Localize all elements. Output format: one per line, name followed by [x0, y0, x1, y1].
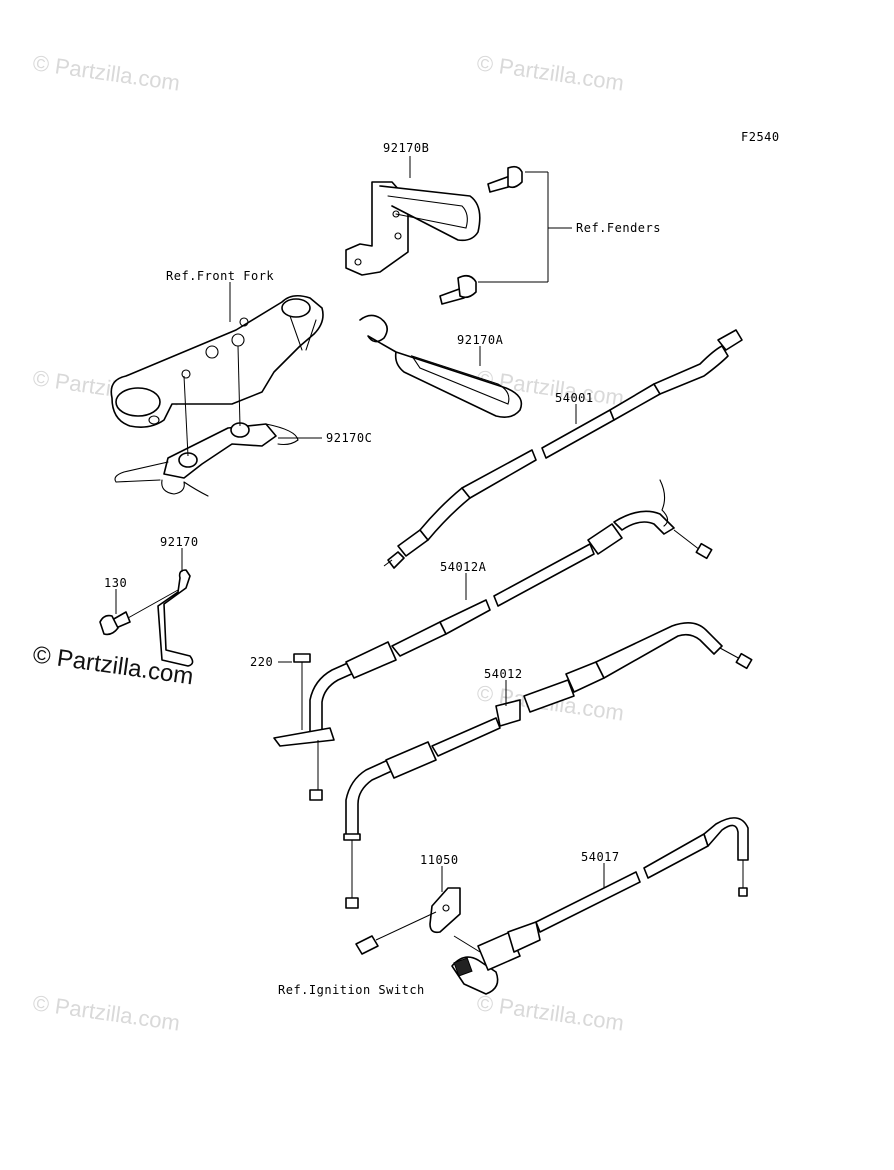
bolt-upper [487, 165, 523, 193]
clip-92170 [157, 569, 194, 667]
clamp-92170A [359, 314, 523, 418]
watermark-faint: © Partzilla.com [31, 50, 181, 95]
leader-lines [115, 156, 605, 892]
label-ref-fenders: Ref.Fenders [576, 221, 661, 235]
label-ref-front-fork: Ref.Front Fork [166, 269, 274, 283]
label-54012: 54012 [484, 667, 523, 681]
label-ref-ignition-switch: Ref.Ignition Switch [278, 983, 425, 997]
watermark-faint: © Partzilla.com [31, 990, 181, 1035]
bolt-small [355, 911, 437, 955]
cable-54017 [451, 817, 749, 995]
label-92170: 92170 [160, 535, 199, 549]
bolt-lower [439, 274, 477, 305]
watermark-grid: © Partzilla.com © Partzilla.com © Partzi… [31, 50, 625, 1035]
cable-54012A [273, 479, 713, 801]
label-54017: 54017 [581, 850, 620, 864]
label-54001: 54001 [555, 391, 594, 405]
cable-54012 [343, 622, 753, 909]
cable-54001 [383, 329, 743, 569]
bracket-11050 [429, 887, 461, 934]
label-54012A: 54012A [440, 560, 487, 574]
label-220: 220 [250, 655, 273, 669]
watermark-main: © Partzilla.com [31, 641, 195, 690]
figure-code: F2540 [741, 130, 780, 144]
label-92170C: 92170C [326, 431, 372, 445]
watermark-faint: © Partzilla.com [475, 990, 625, 1035]
bracket-92170B [345, 181, 481, 276]
clamp-92170C [114, 345, 299, 497]
label-11050: 11050 [420, 853, 459, 867]
front-fork-bracket [110, 294, 324, 428]
watermark-faint: © Partzilla.com [475, 50, 625, 95]
screw-220 [293, 653, 311, 730]
bolt-130 [99, 589, 179, 636]
label-92170A: 92170A [457, 333, 504, 347]
label-130: 130 [104, 576, 127, 590]
label-92170B: 92170B [383, 141, 429, 155]
